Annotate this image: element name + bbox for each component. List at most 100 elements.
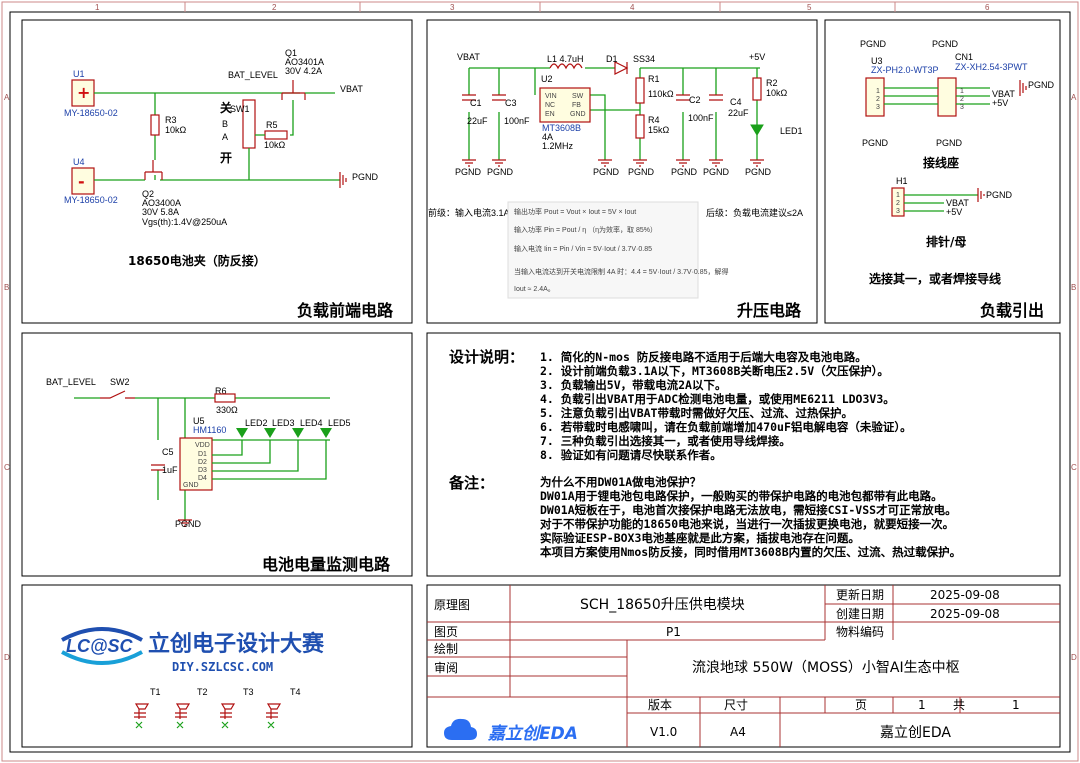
svg-text:+: + [77,83,90,102]
r4-resistor[interactable] [635,114,645,139]
sw1-b-label: B [222,119,228,129]
u3-ref: U3 [871,56,883,66]
r3-resistor[interactable] [150,114,160,136]
sw1-on-label: 开 [220,151,232,165]
tp1-symbol[interactable] [134,703,150,719]
led2-diode[interactable] [236,428,248,438]
ruler-label-d-right: D [1071,653,1077,662]
boost-section-frame [426,19,818,324]
cn1-bottom-pgnd: PGND [936,138,963,148]
d1-diode[interactable] [614,61,629,75]
q2-mosfet[interactable] [144,160,163,180]
u3-connector[interactable] [865,77,885,117]
tb-pageno-value: 1 [918,698,926,712]
u2-mt3608b[interactable] [539,87,591,123]
cn1-ground-symbol [1019,80,1027,96]
remark-2: DW01A用于锂电池包电路保护，一般购买的带保护电路的电池包都带有此电路。 [540,489,943,503]
u2-pin-vin: VIN [545,93,557,100]
q1-mosfet[interactable] [281,80,306,100]
ruler-label-c: C [4,463,10,472]
vbat-net: VBAT [340,84,363,94]
cn1-connector[interactable] [937,77,957,117]
led1-diode[interactable] [750,124,764,136]
led3-ref: LED3 [272,418,295,428]
boost-pgnd-5: PGND [671,167,698,177]
led4-diode[interactable] [292,428,304,438]
title-block: 原理图 SCH_18650升压供电模块 图页 P1 绘制 审阅 流浪地球 550… [426,584,1061,748]
boost-pgnd-2: PGND [487,167,514,177]
tb-create-date: 2025-09-08 [930,607,1000,621]
sw1-ref: SW1 [230,104,250,114]
design-note-2: 2. 设计前端负载3.1A以下，MT3608B关断电压2.5V（欠压保护）。 [540,364,889,378]
u5-ref: U5 [193,416,205,426]
u3-pgnd-net: PGND [860,39,887,49]
title-block-frame [426,584,1061,748]
c5-ref: C5 [162,447,174,457]
r6-resistor[interactable] [214,393,236,403]
c1-ref: C1 [470,98,482,108]
h1-pin-2: 2 [896,200,900,207]
tp3-symbol[interactable] [220,703,236,719]
r1-value: 110kΩ [648,89,674,99]
led1-ref: LED1 [780,126,803,136]
remark-3: DW01A短板在于，电池首次接保护电路无法放电，需短接CSI-VSS才可正常放电… [540,503,957,517]
u4-ref: U4 [73,157,85,167]
u2-pin-nc: NC [545,102,555,109]
u4-battery-holder[interactable] [71,167,95,195]
boost-pgnd-4: PGND [628,167,655,177]
remark-heading: 备注： [448,474,494,492]
tp4-symbol[interactable] [266,703,282,719]
cn1-pin-1: 1 [960,88,964,95]
r3-value: 10kΩ [165,125,187,135]
design-note-3: 3. 负载输出5V，带载电流2A以下。 [540,378,726,392]
cn1-out-5v: +5V [992,98,1008,108]
level-leds [236,428,332,438]
tb-update-label: 更新日期 [836,587,884,602]
pgnd-net: PGND [352,172,379,182]
r1-resistor[interactable] [635,77,645,104]
q1-ref: Q1 [285,48,297,58]
c1-value: 22uF [467,116,488,126]
top-ruler: 1 2 3 4 5 6 [95,2,990,12]
side-ruler: A B C D A B C D [4,93,1077,662]
pgnd-symbol [339,172,347,188]
h1-header[interactable] [891,187,905,217]
tb-schematic-label: 原理图 [434,598,470,612]
boost-capacitors[interactable] [462,94,723,101]
battery-subtitle: 18650电池夹（防反接） [128,253,266,268]
remark-4: 对于不带保护功能的18650电池来说，当进行一次插拔更换电池，就要短接一次。 [540,517,954,531]
r2-resistor[interactable] [752,77,762,101]
l1-inductor[interactable] [549,63,583,70]
c5-capacitor[interactable] [151,464,165,471]
formula-1: 输出功率 Pout = Vout × Iout = 5V × Iout [514,207,636,216]
design-heading: 设计说明： [449,348,524,366]
v5-net: +5V [749,52,765,62]
cn1-pgnd-net: PGND [932,39,959,49]
q2-spec: 30V 5.8A [142,207,179,217]
r1-ref: R1 [648,74,660,84]
u5-hm1160[interactable] [179,437,213,491]
u5-pin-d1: D1 [198,451,207,458]
tb-pageno-label: 页 [855,698,867,712]
u5-pin-d4: D4 [198,475,207,482]
logo-name: 立创电子设计大赛 [148,631,325,657]
u3-pin-1: 1 [876,88,880,95]
c4-value: 22uF [728,108,749,118]
cn1-part: ZX-XH2.54-3PWT [955,62,1028,72]
u2-part: MT3608B [542,123,581,133]
tp2-symbol[interactable] [175,703,191,719]
connector-subtitle: 接线座 [923,155,959,170]
led3-diode[interactable] [264,428,276,438]
sw2-switch[interactable] [100,390,135,399]
output-section-title: 负载引出 [980,301,1044,320]
sw2-ref: SW2 [110,377,130,387]
u1-part: MY-18650-02 [64,108,118,118]
boost-pgnd-3: PGND [593,167,620,177]
q2-vgs: Vgs(th):1.4V@250uA [142,217,227,227]
boost-section-title: 升压电路 [737,301,802,320]
u2-spec-current: 4A [542,132,553,142]
led5-diode[interactable] [320,428,332,438]
remark-1: 为什么不用DW01A做电池保护？ [540,475,701,489]
u5-part: HM1160 [193,425,226,435]
